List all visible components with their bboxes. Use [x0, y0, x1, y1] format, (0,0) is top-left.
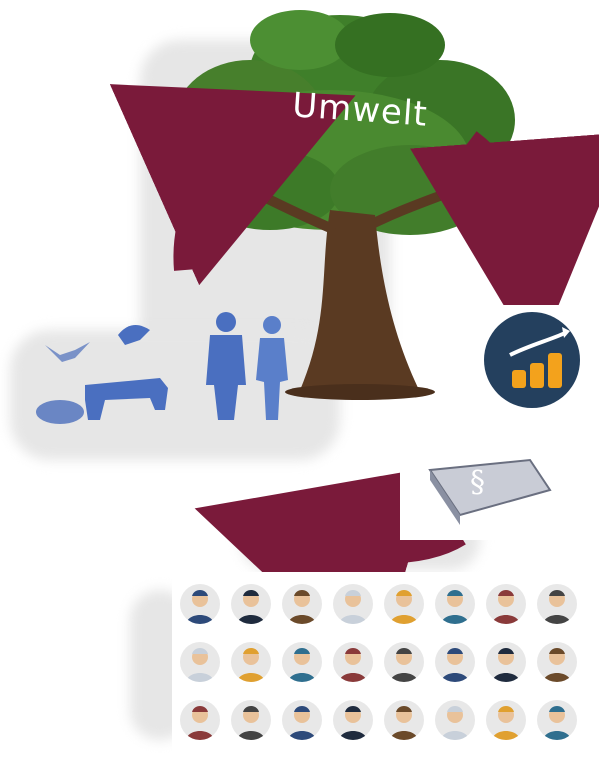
law-symbol: § [470, 465, 485, 500]
profession-avatar [486, 642, 526, 682]
arrow-animals-to-tree [109, 84, 356, 286]
profession-avatar [282, 700, 322, 740]
profession-avatar [537, 700, 577, 740]
profession-avatar [486, 584, 526, 624]
arrow-tree-to-finance [410, 131, 599, 360]
profession-avatar [180, 642, 220, 682]
profession-avatar [333, 700, 373, 740]
finance-panel [470, 305, 599, 423]
profession-avatar [435, 584, 475, 624]
animals-icon [36, 325, 168, 424]
profession-avatar [333, 584, 373, 624]
profession-avatar [231, 700, 271, 740]
profession-avatar [231, 642, 271, 682]
profession-avatar [435, 642, 475, 682]
profession-avatar [537, 584, 577, 624]
profession-avatar [384, 700, 424, 740]
profession-avatar [486, 700, 526, 740]
profession-avatar [333, 642, 373, 682]
profession-avatar [435, 700, 475, 740]
finance-growth-icon [484, 312, 580, 408]
profession-avatar [384, 642, 424, 682]
arrow-law-to-people [194, 466, 466, 677]
professions-grid [172, 572, 587, 752]
profession-avatar [282, 584, 322, 624]
law-book-icon: § [428, 458, 552, 525]
humans-icon [206, 312, 288, 420]
profession-avatar [231, 584, 271, 624]
profession-avatar [180, 700, 220, 740]
profession-avatar [384, 584, 424, 624]
profession-avatar [537, 642, 577, 682]
law-panel: § [400, 420, 570, 540]
profession-avatar [180, 584, 220, 624]
profession-avatar [282, 642, 322, 682]
